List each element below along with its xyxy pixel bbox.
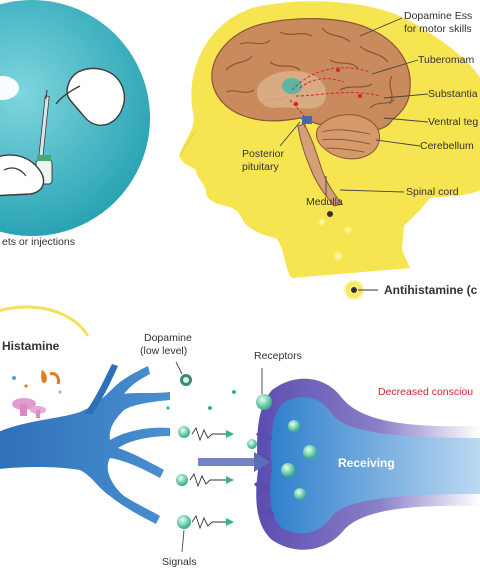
label-decreased-consciousness: Decreased consciou (378, 386, 474, 398)
label-antihistamine: Antihistamine (c (384, 283, 478, 297)
signal-dots (166, 361, 272, 553)
label-dopamine: Dopamine (144, 332, 192, 344)
medication-circle (0, 0, 150, 236)
label-ventral-tegmental: Ventral teg (428, 116, 479, 128)
brain (211, 18, 411, 207)
brain-leader-lines (279, 17, 429, 196)
label-substantia: Substantia (428, 88, 478, 100)
label-receiving: Receiving (338, 456, 395, 470)
medication-caption: ets or injections (2, 236, 75, 248)
label-transmitting: Transmitting (0, 469, 73, 483)
label-pituitary: pituitary (242, 161, 279, 173)
label-dopamine-essential: Dopamine Ess (404, 10, 473, 22)
label-receptors: Receptors (254, 350, 302, 362)
label-signals: Signals (162, 556, 197, 568)
label-histamine: Histamine (2, 339, 60, 353)
label-dopamine-level: (low level) (140, 345, 188, 357)
label-motor-skills: for motor skills (404, 23, 472, 35)
label-spinal-cord: Spinal cord (406, 186, 459, 198)
transmission-arrow (198, 452, 270, 472)
label-tuberomammillary: Tuberomam (418, 54, 475, 66)
label-posterior: Posterior (242, 148, 285, 160)
transmitting-neuron (0, 364, 170, 524)
label-cerebellum: Cerebellum (420, 140, 474, 152)
label-medulla: Medulla (306, 196, 343, 208)
antihistamine-drops (315, 211, 378, 301)
